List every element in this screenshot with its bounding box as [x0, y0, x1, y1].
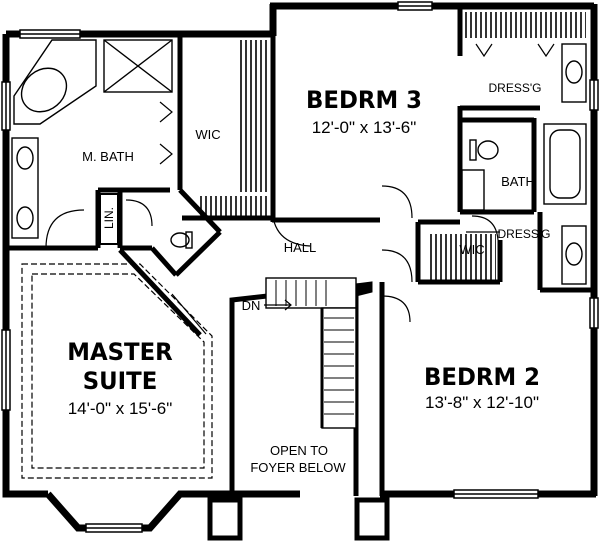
- master-bath-label: M. BATH: [82, 149, 134, 164]
- open-to-foyer-line-2: FOYER BELOW: [250, 460, 346, 475]
- open-to-foyer-line-1: OPEN TO: [269, 443, 329, 458]
- windows: [1, 1, 599, 533]
- porch-columns: [207, 497, 390, 541]
- stair-down-label: DN: [241, 298, 261, 313]
- master-suite-name-line-2: SUITE: [82, 367, 158, 395]
- fixtures: [11, 39, 587, 285]
- tray-ceiling: [21, 263, 213, 479]
- master-wic-label: WIC: [195, 127, 221, 142]
- interior-walls: [6, 4, 594, 496]
- bedroom-3-name: BEDRM 3: [306, 86, 422, 114]
- bedroom-2-name: BEDRM 2: [424, 363, 540, 391]
- staircase: [264, 277, 373, 429]
- doors: [45, 43, 555, 335]
- wic-2-label: WIC: [459, 242, 485, 257]
- hall-label: HALL: [283, 240, 317, 255]
- bedroom-3-dimensions: 12'-0" x 13'-6": [311, 118, 417, 137]
- dressing-top-label: DRESS'G: [488, 81, 542, 95]
- master-suite-dimensions: 14'-0" x 15'-6": [67, 399, 173, 418]
- linen-label: LIN.: [102, 207, 116, 230]
- closet-hangers: [200, 12, 586, 280]
- master-suite-name-line-1: MASTER: [67, 338, 173, 366]
- bath-label: BATH: [501, 174, 535, 189]
- bedroom-2-dimensions: 13'-8" x 12'-10": [424, 393, 539, 412]
- dressing-lower-label: DRESS'G: [497, 227, 551, 241]
